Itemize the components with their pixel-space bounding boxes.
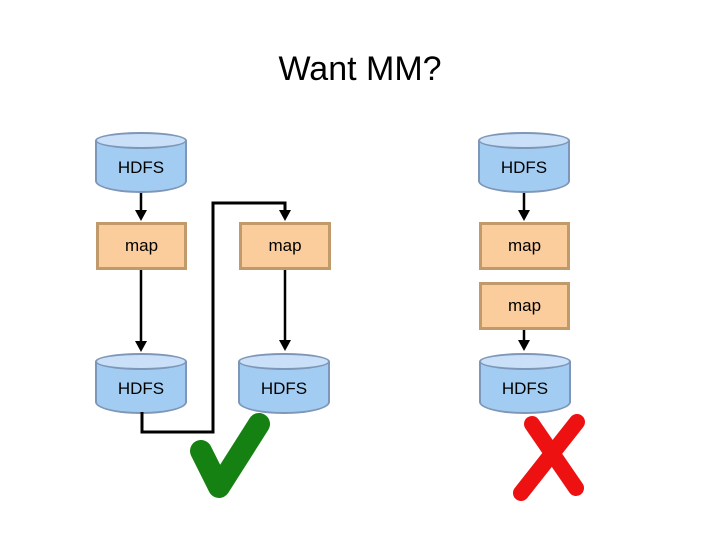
hdfs-cylinder-bottom-right: HDFS — [479, 353, 571, 414]
hdfs-label: HDFS — [500, 158, 548, 177]
hdfs-cylinder-top-left: HDFS — [95, 132, 187, 193]
hdfs-label: HDFS — [117, 379, 165, 398]
cylinder-top-ellipse — [238, 353, 330, 370]
arrow-right-hdfs-to-map — [518, 193, 530, 221]
cylinder-top-ellipse — [95, 353, 187, 370]
cylinder-body — [479, 361, 571, 414]
map-label: map — [507, 296, 542, 315]
hdfs-cylinder-top-right: HDFS — [478, 132, 570, 193]
arrow-middle-map-to-hdfs — [279, 270, 291, 351]
hdfs-label: HDFS — [260, 379, 308, 398]
map-label: map — [507, 236, 542, 255]
cylinder-top-ellipse — [95, 132, 187, 149]
arrow-right-map2-to-hdfs — [518, 330, 530, 351]
cylinder-top-ellipse — [478, 132, 570, 149]
map-label: map — [124, 236, 159, 255]
hdfs-cylinder-bottom-left: HDFS — [95, 353, 187, 414]
map-box-middle: map — [239, 222, 331, 270]
map-box-left: map — [96, 222, 187, 270]
arrow-left-map-to-hdfs — [135, 270, 147, 352]
map-label: map — [268, 236, 302, 255]
hdfs-cylinder-bottom-middle: HDFS — [238, 353, 330, 414]
hdfs-label: HDFS — [117, 158, 165, 177]
map-box-right-2: map — [479, 282, 570, 330]
slide-title: Want MM? — [278, 50, 442, 88]
map-box-right-1: map — [479, 222, 570, 270]
arrow-left-hdfs-to-map — [135, 193, 147, 221]
cylinder-top-ellipse — [479, 353, 571, 370]
hdfs-label: HDFS — [501, 379, 549, 398]
